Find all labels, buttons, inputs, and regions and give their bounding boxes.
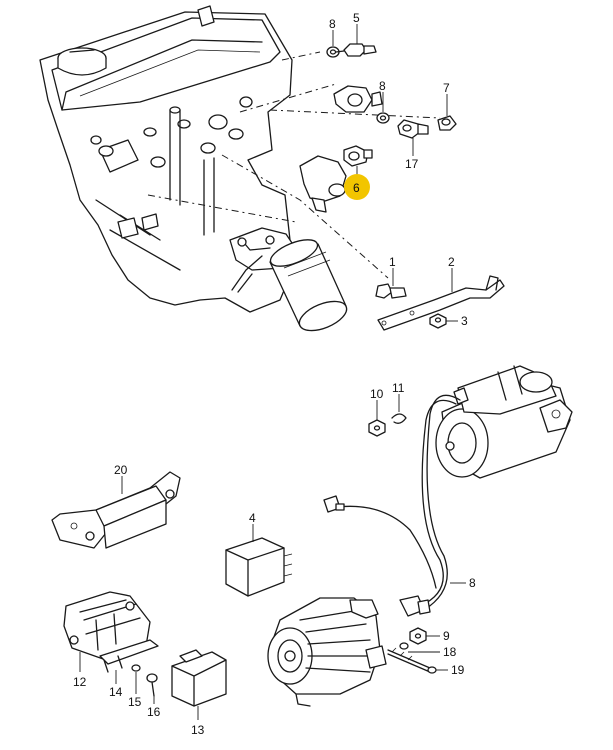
- callout-5: 5: [353, 11, 360, 25]
- part-20-wire: [387, 647, 437, 674]
- callout-8-top: 8: [329, 17, 336, 31]
- engine-block: [39, 5, 389, 332]
- callout-21: 20: [114, 463, 128, 477]
- callout-2: 2: [448, 255, 455, 269]
- callout-4: 4: [249, 511, 256, 525]
- callout-12: 11: [392, 381, 405, 395]
- part-10-nut: [409, 627, 427, 645]
- callout-19: 18: [443, 645, 457, 659]
- part-8-washer-2: [376, 112, 390, 124]
- part-21-module: [51, 471, 181, 549]
- part-4-relay: [225, 537, 293, 597]
- callout-14: 13: [191, 723, 205, 737]
- callout-13: 12: [73, 675, 87, 689]
- callout-18: 17: [405, 157, 419, 171]
- callout-8-second: 8: [379, 79, 386, 93]
- callout-15: 14: [109, 685, 123, 699]
- part-19-washer: [399, 642, 409, 650]
- part-flange-upper: [333, 85, 383, 113]
- part-3-nut: [429, 313, 447, 329]
- alternator: [267, 597, 387, 707]
- part-16-screw: [131, 664, 141, 672]
- part-12-washer: [391, 413, 407, 424]
- starter-motor: [435, 365, 573, 479]
- part-13-block: [63, 591, 151, 661]
- callout-6-highlight: [344, 174, 370, 200]
- callout-3: 3: [461, 314, 468, 328]
- part-5-sender: [335, 43, 377, 57]
- callout-9: 8: [469, 576, 476, 590]
- part-18-sensor: [397, 119, 429, 139]
- callout-7: 7: [443, 81, 450, 95]
- part-15-bracket: [99, 639, 159, 673]
- part-2-bracket: [377, 275, 505, 331]
- callout-11: 10: [370, 387, 384, 401]
- part-1-sensor: [375, 283, 407, 299]
- callout-10: 9: [443, 629, 450, 643]
- part-6-coolant-flange: [299, 145, 373, 213]
- part-11-nut: [368, 419, 386, 437]
- callout-16: 15: [128, 695, 142, 709]
- callout-6: 6: [353, 181, 360, 195]
- callout-17: 16: [147, 705, 161, 719]
- callout-20: 19: [451, 663, 465, 677]
- callouts: 8 5 8 7 17 6 1 2 3 10 11 20: [73, 11, 476, 737]
- part-9-cable: [323, 394, 461, 617]
- part-17-bolt: [146, 673, 158, 697]
- callout-1: 1: [389, 255, 396, 269]
- part-14-box: [171, 649, 227, 707]
- part-7-cap: [437, 115, 457, 131]
